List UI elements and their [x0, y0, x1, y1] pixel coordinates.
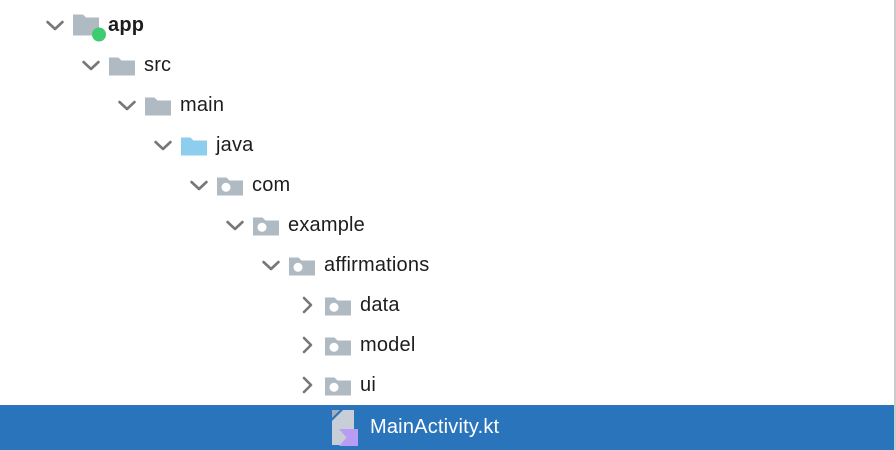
tree-row[interactable]: src — [0, 45, 894, 85]
tree-item-label: com — [252, 173, 291, 196]
tree-row[interactable]: com — [0, 165, 894, 205]
folder-icon — [145, 94, 171, 116]
package-folder-icon — [253, 214, 279, 236]
package-folder-icon — [325, 334, 351, 356]
tree-item-label: java — [216, 133, 254, 156]
tree-row[interactable]: java — [0, 125, 894, 165]
tree-item-label: app — [108, 13, 145, 36]
chevron-down-icon[interactable] — [225, 216, 245, 234]
tree-item-label: model — [360, 333, 416, 356]
tree-row[interactable]: example — [0, 205, 894, 245]
kotlin-file-icon — [331, 409, 358, 446]
package-folder-icon — [325, 374, 351, 396]
tree-row[interactable]: app — [0, 5, 894, 45]
chevron-down-icon[interactable] — [261, 256, 281, 274]
tree-row[interactable]: MainActivity.kt — [0, 405, 894, 450]
folder-icon — [109, 54, 135, 76]
chevron-down-icon[interactable] — [189, 176, 209, 194]
chevron-down-icon[interactable] — [45, 16, 65, 34]
chevron-down-icon[interactable] — [81, 56, 101, 74]
package-folder-icon — [217, 174, 243, 196]
package-folder-icon — [325, 294, 351, 316]
tree-item-label: src — [144, 53, 172, 76]
tree-row[interactable]: model — [0, 325, 894, 365]
chevron-down-icon[interactable] — [153, 136, 173, 154]
tree-row[interactable]: affirmations — [0, 245, 894, 285]
chevron-right-icon[interactable] — [297, 336, 317, 354]
tree-item-label: ui — [360, 373, 376, 396]
package-folder-icon — [289, 254, 315, 276]
tree-row[interactable]: data — [0, 285, 894, 325]
tree-row[interactable]: main — [0, 85, 894, 125]
tree-item-label: data — [360, 293, 400, 316]
source-folder-icon — [181, 134, 207, 156]
tree-item-label: example — [288, 213, 365, 236]
tree-item-label: main — [180, 93, 225, 116]
tree-row[interactable]: ui — [0, 365, 894, 405]
tree-item-label: MainActivity.kt — [370, 416, 500, 438]
chevron-spacer — [297, 419, 317, 437]
tree-item-label: affirmations — [324, 253, 430, 276]
chevron-right-icon[interactable] — [297, 376, 317, 394]
chevron-down-icon[interactable] — [117, 96, 137, 114]
chevron-right-icon[interactable] — [297, 296, 317, 314]
module-folder-icon — [73, 14, 106, 42]
